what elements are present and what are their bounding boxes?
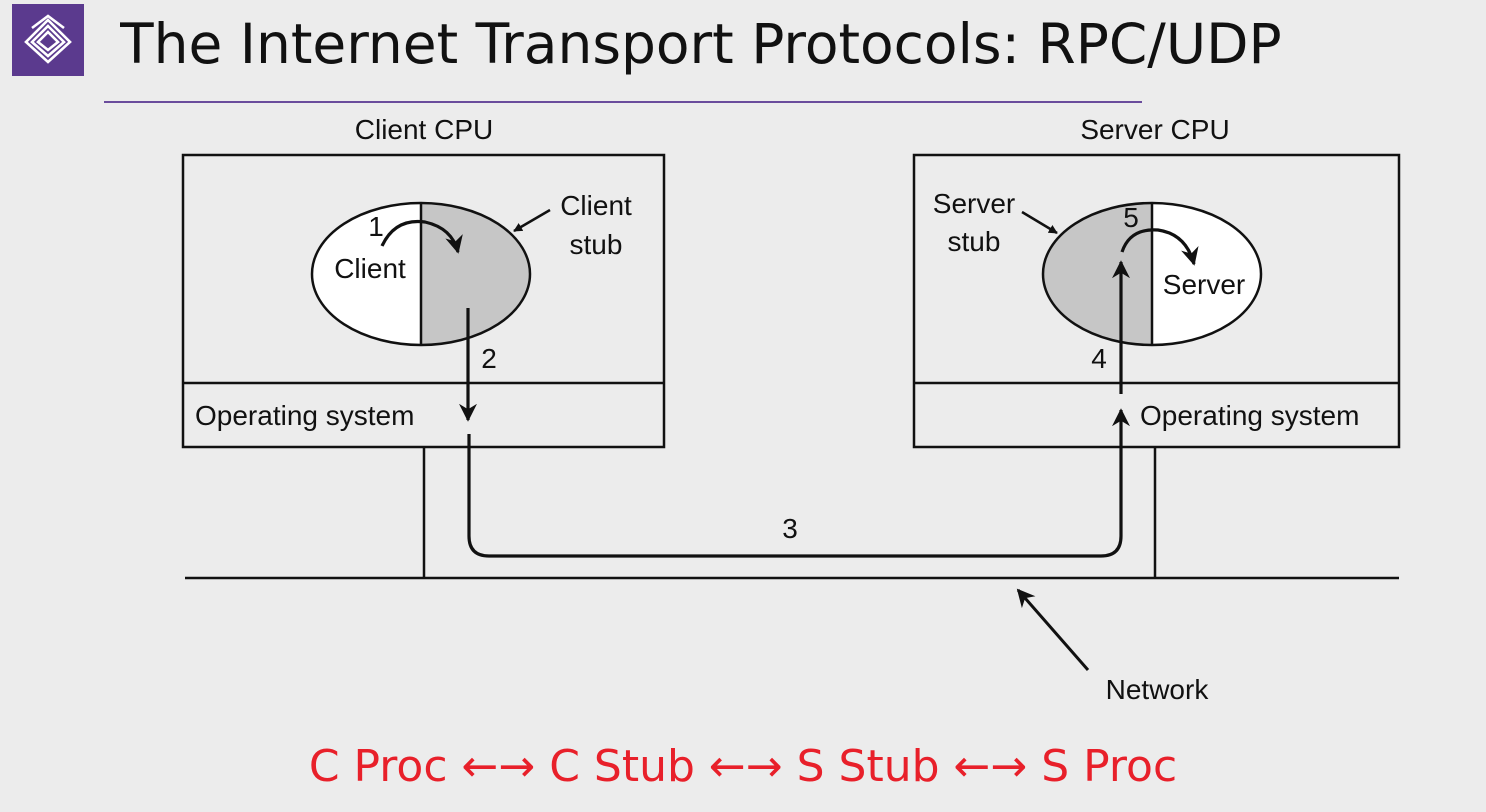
step-5-label: 5 xyxy=(1123,202,1139,233)
step-3-label: 3 xyxy=(782,513,798,544)
step-2-label: 2 xyxy=(481,343,497,374)
server-machine: Server CPU Server Server stub Operating … xyxy=(912,114,1401,449)
step-4-label: 4 xyxy=(1091,343,1107,374)
server-stub-pointer-arrow xyxy=(1021,210,1058,235)
server-cpu-heading: Server CPU xyxy=(1080,114,1229,145)
client-os-label: Operating system xyxy=(195,400,414,431)
server-stub-label-line1: Server xyxy=(933,188,1015,219)
client-process-label: Client xyxy=(334,253,406,284)
server-process-label: Server xyxy=(1163,269,1245,300)
network-pointer-arrow xyxy=(1016,588,1090,671)
client-stub-label-line2: stub xyxy=(570,229,623,260)
server-cpu-box xyxy=(912,153,1401,449)
client-stub-pointer-arrow xyxy=(513,208,551,233)
logo-mark xyxy=(24,14,72,64)
network-label: Network xyxy=(1106,674,1210,705)
slide-title: The Internet Transport Protocols: RPC/UD… xyxy=(120,12,1282,76)
layered-diamond-logo-icon xyxy=(12,4,84,76)
step-1-arrow xyxy=(380,219,463,254)
client-stub-label-line1: Client xyxy=(560,190,632,221)
client-cpu-heading: Client CPU xyxy=(355,114,493,145)
network: Network xyxy=(185,447,1399,705)
step-1-label: 1 xyxy=(368,211,384,242)
rpc-step-flow: 1 2 3 4 5 xyxy=(368,202,1199,558)
server-os-label: Operating system xyxy=(1140,400,1359,431)
call-chain-summary: C Proc ←→ C Stub ←→ S Stub ←→ S Proc xyxy=(308,741,1178,792)
client-stub-region xyxy=(421,203,530,345)
title-underline xyxy=(104,101,1142,103)
server-stub-label-line2: stub xyxy=(948,226,1001,257)
client-machine: Client CPU Client Client stub Operating … xyxy=(181,114,666,449)
step-3-arrow xyxy=(467,408,1130,558)
step-5-arrow xyxy=(1120,228,1199,266)
